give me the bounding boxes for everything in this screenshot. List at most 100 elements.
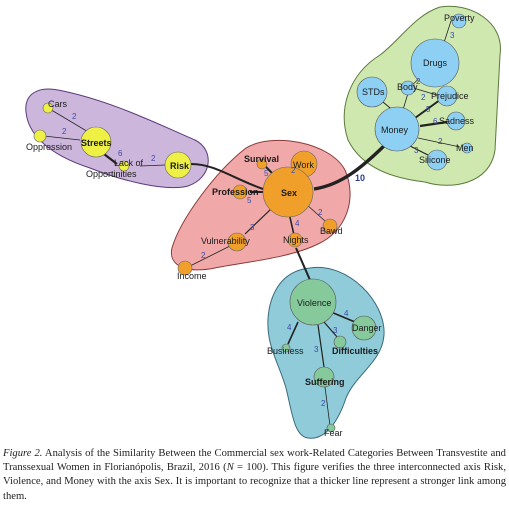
- weight-sex-survival: 5: [264, 169, 269, 178]
- edge-violence-difficulties: [323, 321, 339, 339]
- label-cars: Cars: [48, 99, 68, 109]
- weight-violence-business: 4: [287, 323, 292, 332]
- similarity-network-figure: Poverty Drugs STDs Body Prejudice Money …: [25, 5, 501, 439]
- node-suffering: [313, 366, 335, 388]
- node-stds: [356, 76, 388, 108]
- label-bawd: Bawd: [320, 226, 343, 236]
- edge-violence-business: [287, 321, 299, 345]
- edge-money-men: [417, 137, 461, 148]
- weight-lack-risk: 2: [151, 154, 156, 163]
- risk-group-region: [25, 88, 209, 189]
- node-difficulties: [333, 335, 347, 349]
- label-money: Money: [381, 125, 409, 135]
- label-nights: Nights: [283, 235, 309, 245]
- node-income: [177, 260, 193, 276]
- weight-money-sadness: 6: [433, 117, 438, 126]
- figure-label: Figure 2.: [3, 448, 43, 459]
- edge-streets-lack: [103, 153, 118, 165]
- label-work: Work: [293, 160, 314, 170]
- label-survival: Survival: [244, 154, 279, 164]
- label-danger: Danger: [352, 323, 382, 333]
- edge-money-sadness: [419, 120, 448, 128]
- weight-violence-suffering: 3: [314, 345, 319, 354]
- node-drugs: [410, 38, 460, 88]
- node-silicone: [426, 149, 448, 171]
- label-men: Men: [456, 143, 474, 153]
- label-prejudice: Prejudice: [431, 91, 469, 101]
- node-money: [374, 106, 420, 152]
- node-violence: [289, 278, 337, 326]
- weight-violence-difficulties: 3: [333, 326, 338, 335]
- label-streets: Streets: [81, 138, 112, 148]
- node-vulnerability: [227, 232, 247, 252]
- edge-sex-vulnerability: [244, 207, 273, 235]
- weight-sex-bawd: 2: [318, 208, 323, 217]
- weight-sex-vulnerability: 3: [250, 223, 255, 232]
- label-sex: Sex: [281, 188, 297, 198]
- weight-streets-lack: 6: [118, 149, 123, 158]
- edge-violence-danger: [330, 311, 356, 323]
- node-lack: [118, 160, 130, 172]
- node-nights: [287, 232, 303, 248]
- node-profession: [232, 184, 248, 200]
- caption-text-part1: Analysis of the Similarity Between the C…: [3, 448, 506, 474]
- label-body: Body: [397, 82, 418, 92]
- label-poverty: Poverty: [444, 13, 475, 23]
- label-risk: Risk: [170, 161, 190, 171]
- figure-caption: Figure 2. Analysis of the Similarity Bet…: [3, 447, 506, 504]
- node-bawd: [322, 218, 338, 234]
- label-difficulties: Difficulties: [332, 346, 378, 356]
- label-violence: Violence: [297, 298, 331, 308]
- node-men: [461, 142, 473, 154]
- node-poverty: [451, 13, 467, 29]
- weight-sex-nights: 4: [295, 219, 300, 228]
- weight-poverty-drugs: 3: [450, 31, 455, 40]
- weight-money-silicone: 3: [414, 146, 419, 155]
- weight-money-prejudice: 5: [426, 105, 431, 114]
- label-business: Business: [267, 346, 304, 356]
- weight-violence-danger: 4: [344, 309, 349, 318]
- weight-body-drugs: 2: [416, 77, 421, 86]
- node-sex: [262, 166, 314, 218]
- edge-vulnerability-income: [189, 245, 231, 267]
- weight-sex-profession: 5: [247, 196, 252, 205]
- node-risk: [164, 151, 192, 179]
- node-survival: [256, 158, 268, 170]
- node-danger: [351, 315, 377, 341]
- label-oppression: Oppression: [26, 142, 72, 152]
- edge-risk-sex: [190, 163, 264, 190]
- label-lack-line1: Lack of: [114, 158, 144, 168]
- label-lack-line2: Opportinities: [86, 169, 137, 179]
- node-prejudice: [436, 85, 458, 107]
- node-body: [400, 80, 416, 96]
- edge-violence-suffering: [317, 324, 325, 368]
- label-income: Income: [177, 271, 207, 281]
- edge-lack-risk: [139, 164, 166, 167]
- label-sadness: Sadness: [439, 116, 475, 126]
- edge-oppression-streets: [43, 135, 81, 141]
- node-oppression: [33, 129, 47, 143]
- weight-vulnerability-income: 2: [201, 251, 206, 260]
- label-drugs: Drugs: [423, 58, 448, 68]
- edge-sex-money: [313, 138, 392, 191]
- edge-sex-bawd: [305, 203, 326, 222]
- node-fear: [326, 423, 336, 433]
- edge-suffering-fear: [324, 386, 331, 427]
- weight-money-men: 2: [438, 137, 443, 146]
- caption-text-part2: = 100). This figure verifies the three i…: [3, 462, 506, 502]
- weight-cars-streets: 2: [72, 112, 77, 121]
- label-suffering: Suffering: [305, 377, 345, 387]
- weight-body-prejudice: 2: [421, 93, 426, 102]
- edge-cars-streets: [47, 107, 91, 134]
- label-fear: Fear: [324, 428, 343, 438]
- node-business: [281, 343, 291, 353]
- weight-sex-money: 10: [355, 173, 365, 183]
- weight-suffering-fear: 2: [321, 399, 326, 408]
- node-cars: [42, 102, 54, 114]
- weight-sex-work: 2: [291, 166, 296, 175]
- label-profession: Profession: [212, 187, 259, 197]
- caption-n-label: N: [226, 462, 234, 474]
- weight-oppression-streets: 2: [62, 127, 67, 136]
- edge-money-silicone: [407, 144, 431, 157]
- label-vulnerability: Vulnerability: [201, 236, 250, 246]
